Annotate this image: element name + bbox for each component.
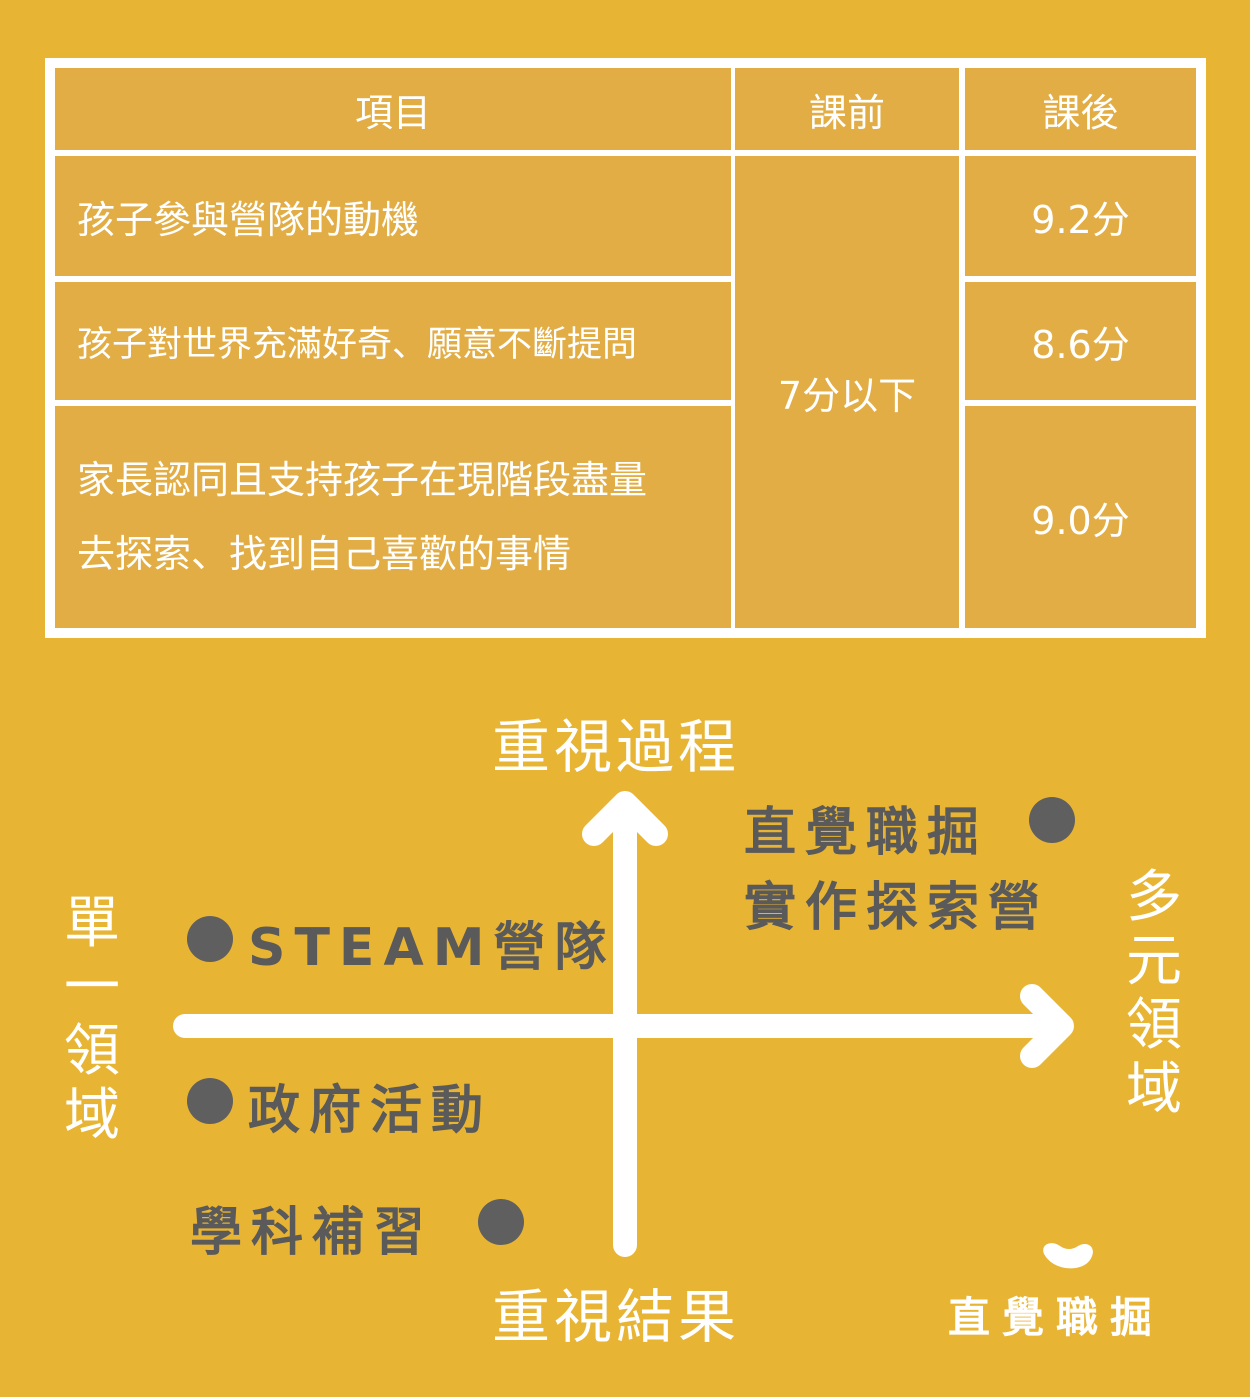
logo-bean-icon bbox=[1043, 1243, 1093, 1269]
axis-label-left-char: 域 bbox=[64, 1083, 120, 1148]
point-dot-intuition bbox=[1029, 797, 1075, 843]
table-row-item: 孩子參與營隊的動機 bbox=[55, 156, 731, 276]
table-row-after: 8.6分 bbox=[965, 282, 1196, 400]
table-header-before: 課前 bbox=[735, 68, 959, 150]
point-label-tutoring: 學科補習 bbox=[190, 1203, 435, 1263]
axes bbox=[173, 791, 1074, 1257]
axis-label-right-char: 元 bbox=[1126, 929, 1182, 994]
point-dot-government bbox=[187, 1078, 233, 1124]
axis-label-left-char: 領 bbox=[64, 1019, 120, 1084]
point-label-intuition-line1: 直覺職掘 bbox=[744, 803, 989, 863]
point-label-intuition-line2: 實作探索營 bbox=[744, 878, 1050, 938]
axis-label-left-char: 單 bbox=[64, 891, 120, 956]
axis-label-left: 單 一 領 域 bbox=[60, 892, 124, 1148]
axis-label-right: 多 元 領 域 bbox=[1122, 866, 1186, 1122]
axis-label-bottom: 重視結果 bbox=[492, 1283, 741, 1351]
point-dot-tutoring bbox=[478, 1199, 524, 1245]
logo-text: 直覺職掘 bbox=[948, 1293, 1165, 1342]
table-row-item: 家長認同且支持孩子在現階段盡量 去探索、找到自己喜歡的事情 bbox=[55, 406, 731, 628]
axis-label-right-char: 多 bbox=[1126, 865, 1182, 930]
axis-label-right-char: 領 bbox=[1126, 993, 1182, 1058]
table-row-after: 9.0分 bbox=[965, 406, 1196, 628]
table-row-item-line: 去探索、找到自己喜歡的事情 bbox=[77, 532, 572, 576]
brand-logo: 直覺職掘 bbox=[948, 1240, 1178, 1350]
point-label-government: 政府活動 bbox=[248, 1081, 493, 1141]
comparison-table: 項目 課前 課後 孩子參與營隊的動機 9.2分 孩子對世界充滿好奇、願意不斷提問… bbox=[45, 58, 1206, 638]
vertical-arrowhead bbox=[582, 791, 668, 846]
axis-label-left-char: 一 bbox=[64, 955, 120, 1020]
table-header-after: 課後 bbox=[965, 68, 1196, 150]
point-label-steam: STEAM營隊 bbox=[248, 918, 616, 978]
positioning-diagram: 重視過程 重視結果 單 一 領 域 多 元 領 域 直覺職掘 實作探索營 STE… bbox=[0, 660, 1250, 1397]
table-row-after: 9.2分 bbox=[965, 156, 1196, 276]
table-row-item-line: 家長認同且支持孩子在現階段盡量 bbox=[77, 458, 648, 502]
table-header-item: 項目 bbox=[55, 68, 731, 150]
table-before-merged: 7分以下 bbox=[735, 156, 959, 628]
table-row-item: 孩子對世界充滿好奇、願意不斷提問 bbox=[55, 282, 731, 400]
axis-label-right-char: 域 bbox=[1126, 1057, 1182, 1122]
horizontal-arrowhead bbox=[1020, 984, 1074, 1068]
point-dot-steam bbox=[187, 916, 233, 962]
axis-label-top: 重視過程 bbox=[492, 713, 741, 781]
